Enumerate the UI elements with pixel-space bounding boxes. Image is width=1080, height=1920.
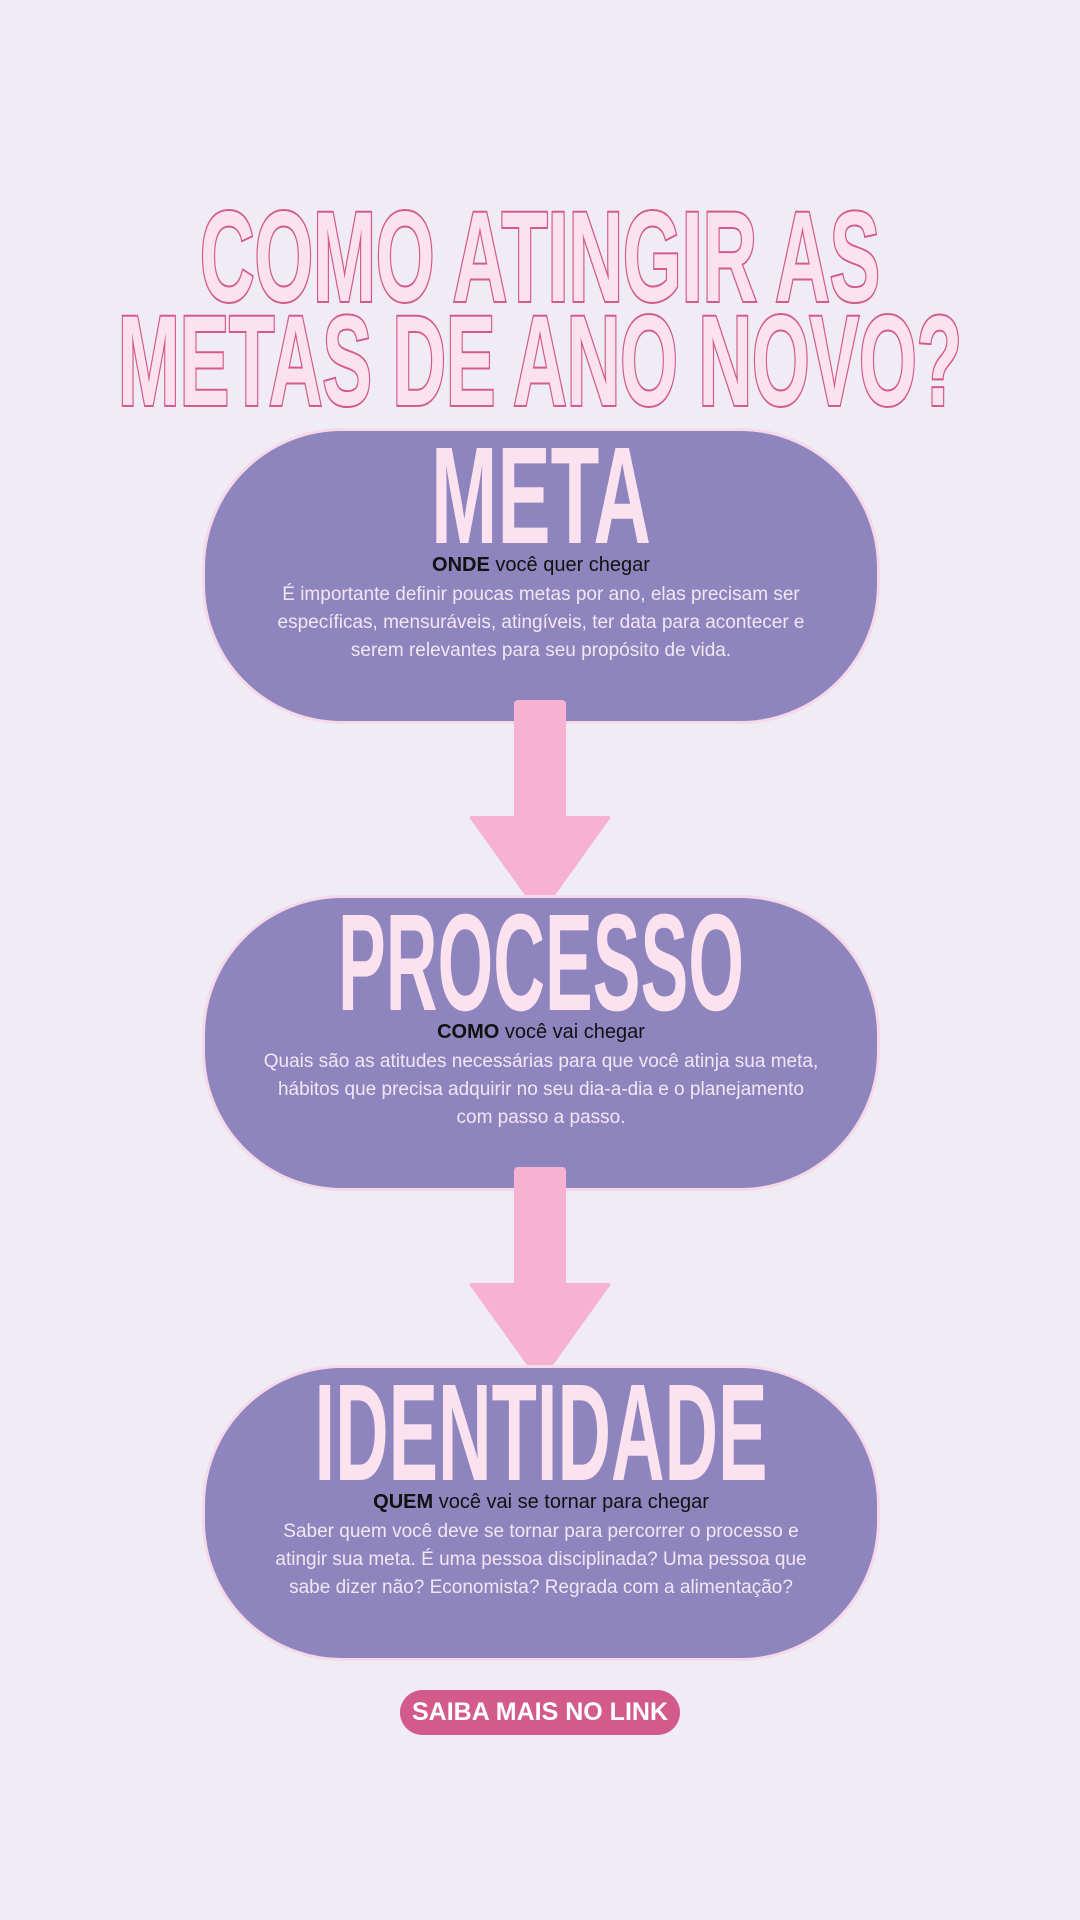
down-arrow-icon xyxy=(469,1167,611,1381)
step-title: META xyxy=(431,437,651,547)
step-description: Quais são as atitudes necessárias para q… xyxy=(263,1051,819,1128)
step-title: PROCESSO xyxy=(338,904,744,1014)
step-description: Saber quem você deve se tornar para perc… xyxy=(275,1521,807,1598)
step-card-processo: PROCESSO COMO você vai chegar Quais são … xyxy=(202,895,880,1191)
step-card-meta: META ONDE você quer chegar É importante … xyxy=(202,428,880,724)
step-subtitle-text: você quer chegar xyxy=(495,554,650,576)
down-arrow-icon xyxy=(469,700,611,914)
step-description: É importante definir poucas metas por an… xyxy=(277,584,805,661)
step-keyword: QUEM xyxy=(373,1491,434,1513)
step-card-identidade: IDENTIDADE QUEM você vai se tornar para … xyxy=(202,1365,880,1661)
headline-line-1: COMO ATINGIR AS xyxy=(198,204,882,308)
step-keyword: ONDE xyxy=(432,554,490,576)
step-keyword: COMO xyxy=(437,1021,500,1043)
step-title: IDENTIDADE xyxy=(315,1374,768,1484)
step-title-wrap: IDENTIDADE xyxy=(315,1374,768,1484)
step-title-wrap: META xyxy=(431,437,651,547)
saiba-mais-button[interactable]: SAIBA MAIS NO LINK xyxy=(400,1690,680,1735)
headline-text-2: METAS DE ANO NOVO? xyxy=(118,308,962,412)
step-subtitle: COMO você vai chegar xyxy=(205,1020,877,1044)
step-subtitle: ONDE você quer chegar xyxy=(205,553,877,577)
step-subtitle-text: você vai chegar xyxy=(504,1021,645,1043)
step-title-wrap: PROCESSO xyxy=(338,904,744,1014)
step-subtitle-text: você vai se tornar para chegar xyxy=(438,1491,709,1513)
headline-text-1: COMO ATINGIR AS xyxy=(200,204,880,308)
headline-line-2: METAS DE ANO NOVO? xyxy=(116,308,964,412)
step-subtitle: QUEM você vai se tornar para chegar xyxy=(205,1490,877,1514)
